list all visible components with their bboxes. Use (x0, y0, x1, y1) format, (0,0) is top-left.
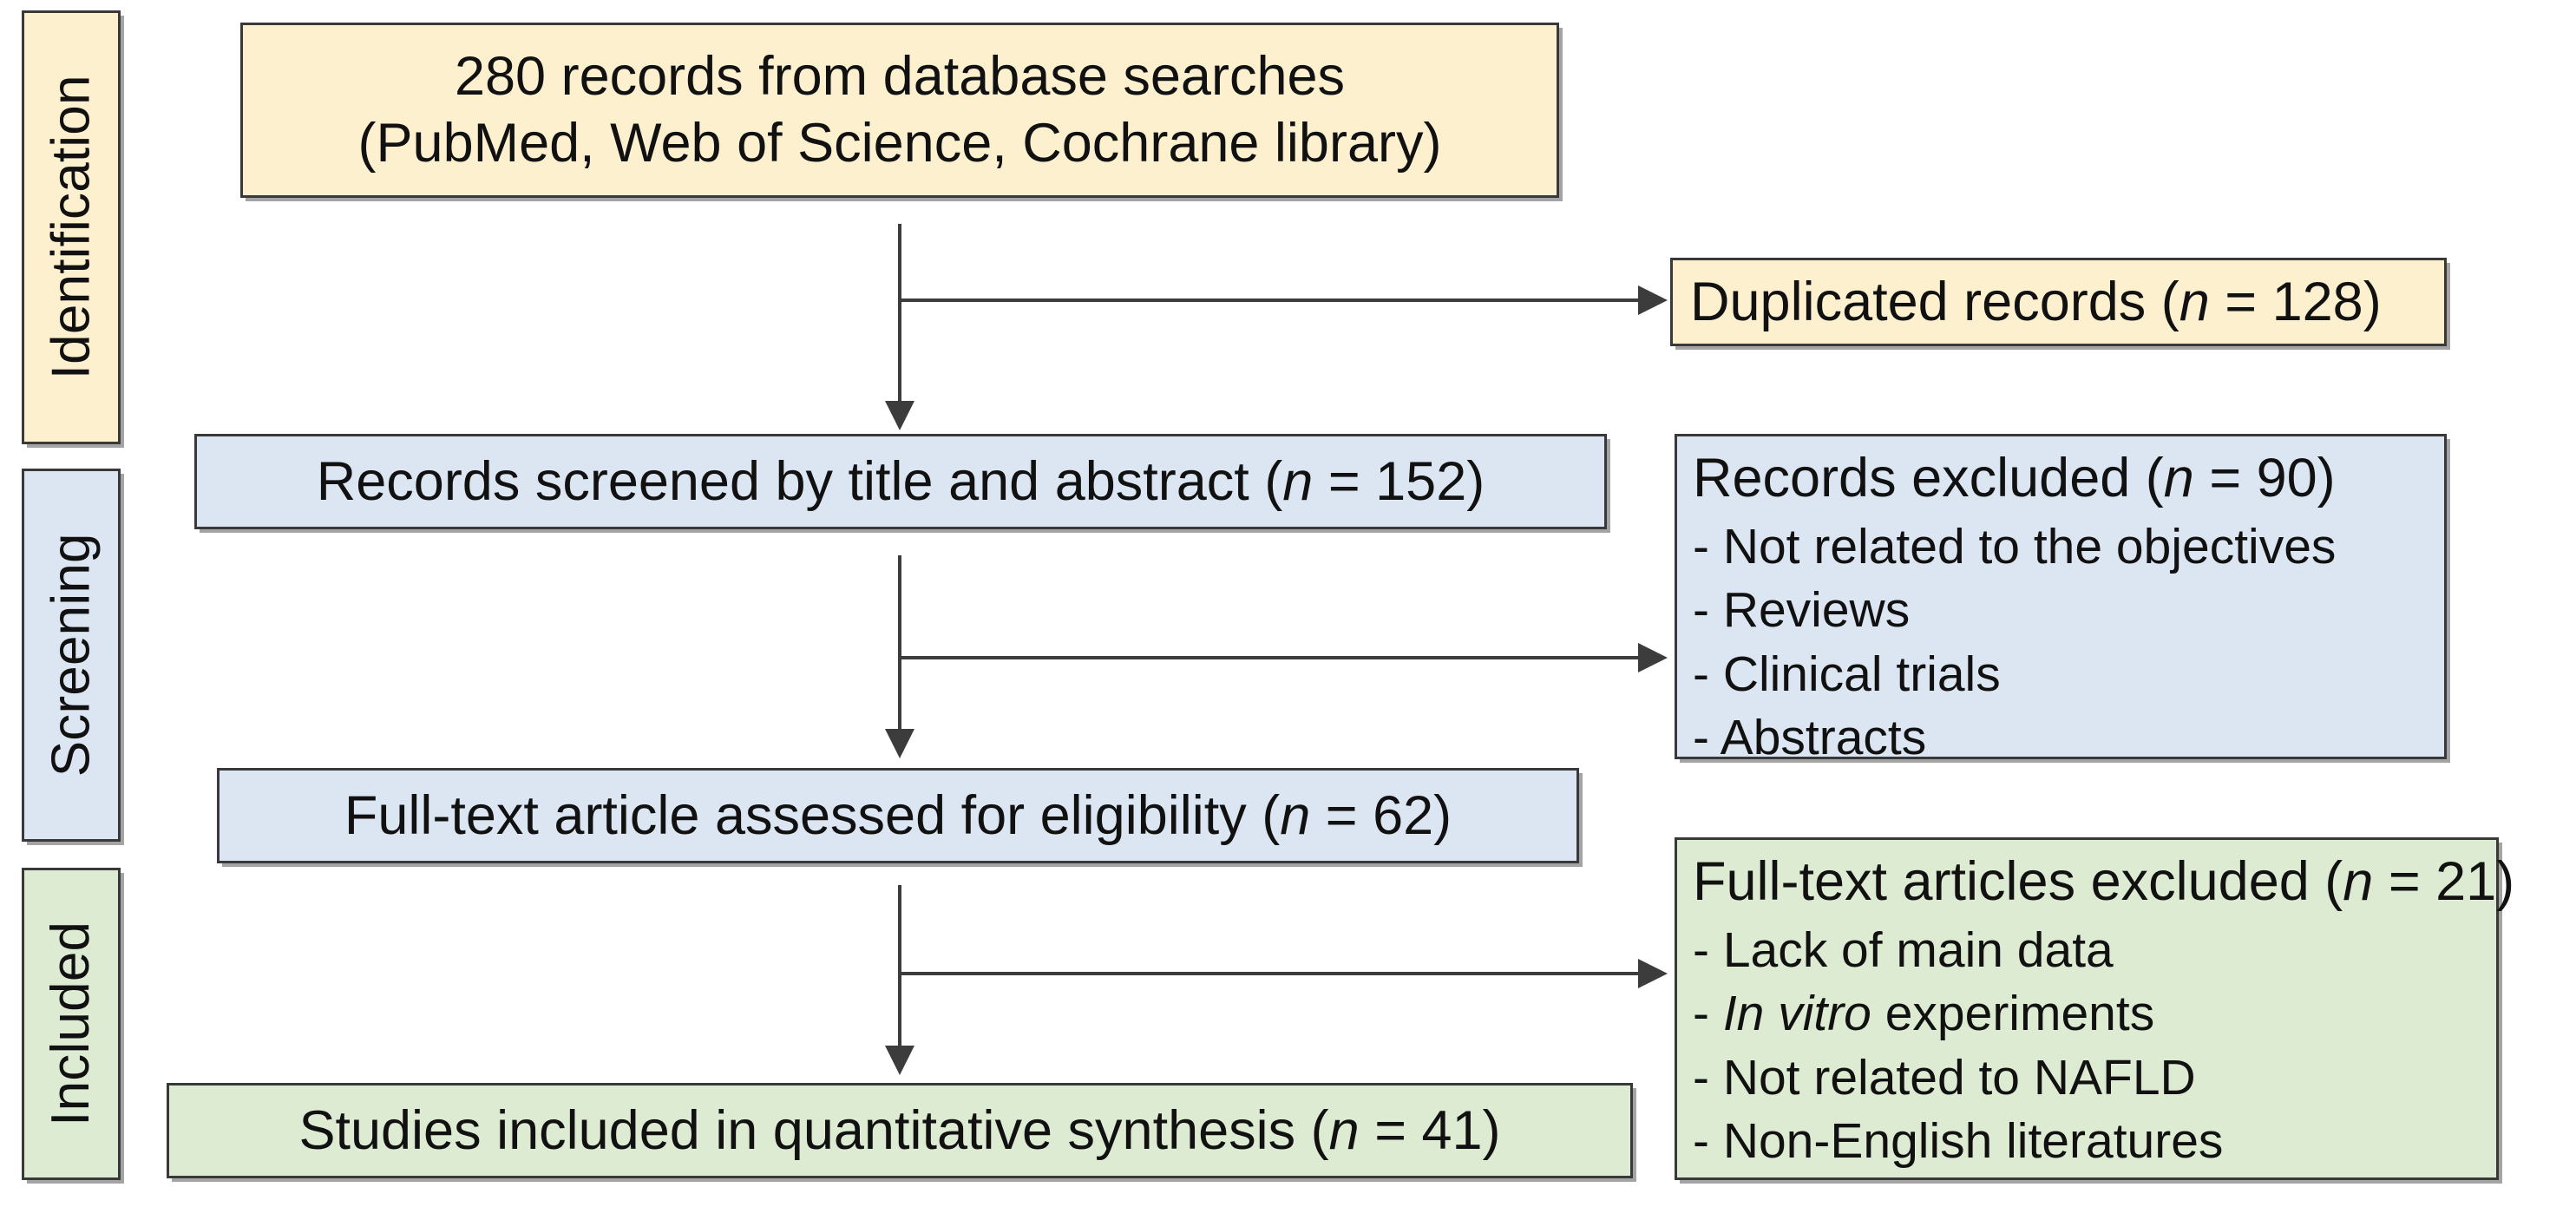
connector-screened-to-excluded-line (900, 656, 1642, 659)
connector-screened-to-fulltext-line (898, 555, 901, 733)
studies-included-prefix: Studies included in quantitative synthes… (298, 1099, 1329, 1161)
full-text-assessed-text: Full-text article assessed for eligibili… (232, 783, 1564, 849)
list-item: - Clinical trials (1693, 646, 2001, 702)
list-item: - Non-English literatures (1693, 1113, 2224, 1170)
connector-fulltext-to-excluded-arrowhead (1638, 959, 1668, 988)
stage-label-screening: Screening (22, 469, 121, 842)
stage-label-identification: Identification (22, 10, 121, 444)
connector-screened-to-fulltext-arrowhead (885, 729, 914, 758)
flow-box-records-screened: Records screened by title and abstract (… (194, 434, 1607, 529)
full-text-assessed-n-symbol: n (1280, 784, 1311, 846)
connector-identified-to-screened-line (898, 224, 901, 406)
flow-box-full-text-assessed: Full-text article assessed for eligibili… (217, 768, 1579, 863)
stage-label-identification-text: Identification (41, 75, 102, 380)
duplicated-records-suffix: = 128) (2209, 271, 2382, 332)
connector-fulltext-to-excluded-line (900, 972, 1642, 975)
list-item: - Not related to the objectives (1693, 518, 2337, 574)
exclusion-box-records-excluded: Records excluded (n = 90) - Not related … (1675, 434, 2447, 765)
records-excluded-reason-list: - Not related to the objectives - Review… (1693, 517, 2430, 769)
exclusion-box-duplicated-records: Duplicated records (n = 128) (1670, 258, 2447, 346)
connector-identified-to-duplicated-line (900, 298, 1642, 302)
records-excluded-heading: Records excluded (n = 90) (1693, 445, 2430, 512)
duplicated-records-n-symbol: n (2179, 271, 2210, 332)
records-excluded-n-symbol: n (2163, 448, 2194, 508)
flow-box-studies-included: Studies included in quantitative synthes… (167, 1083, 1633, 1178)
connector-screened-to-excluded-arrowhead (1638, 643, 1668, 672)
connector-fulltext-to-included-arrowhead (885, 1046, 914, 1075)
records-identified-line1: 280 records from database searches (454, 46, 1346, 108)
records-excluded-suffix: = 90) (2193, 448, 2336, 508)
full-text-excluded-prefix: Full-text articles excluded ( (1693, 851, 2343, 912)
stage-label-screening-text: Screening (41, 533, 102, 777)
studies-included-n-symbol: n (1328, 1099, 1360, 1161)
full-text-excluded-reason-list: - Lack of main data - In vitro experimen… (1693, 921, 2482, 1172)
list-item: - Lack of main data (1693, 922, 2114, 978)
records-excluded-prefix: Records excluded ( (1693, 448, 2164, 508)
duplicated-records-text: Duplicated records (n = 128) (1690, 269, 2382, 336)
list-item: - Abstracts (1693, 710, 1927, 766)
records-screened-text: Records screened by title and abstract (… (209, 449, 1592, 515)
records-screened-n-symbol: n (1282, 450, 1314, 512)
studies-included-text: Studies included in quantitative synthes… (181, 1098, 1618, 1164)
connector-identified-to-duplicated-arrowhead (1638, 285, 1668, 315)
full-text-excluded-heading: Full-text articles excluded (n = 21) (1693, 849, 2514, 915)
stage-label-included: Included (22, 868, 121, 1180)
studies-included-suffix: = 41) (1359, 1099, 1501, 1161)
full-text-excluded-suffix: = 21) (2373, 851, 2515, 912)
exclusion-box-full-text-excluded: Full-text articles excluded (n = 21) - L… (1675, 837, 2514, 1180)
list-item: - In vitro experiments (1693, 986, 2155, 1042)
list-item: - Not related to NAFLD (1693, 1049, 2196, 1105)
duplicated-records-prefix: Duplicated records ( (1690, 271, 2179, 332)
records-identified-line2: (PubMed, Web of Science, Cochrane librar… (357, 113, 1442, 174)
flow-box-records-identified: 280 records from database searches (PubM… (240, 23, 1559, 198)
records-screened-prefix: Records screened by title and abstract ( (316, 450, 1283, 512)
full-text-assessed-prefix: Full-text article assessed for eligibili… (344, 784, 1281, 846)
list-item: - Reviews (1693, 582, 1911, 639)
full-text-assessed-suffix: = 62) (1310, 784, 1452, 846)
records-screened-suffix: = 152) (1313, 450, 1485, 512)
connector-identified-to-screened-arrowhead (885, 401, 914, 430)
stage-label-included-text: Included (41, 921, 102, 1127)
full-text-excluded-n-symbol: n (2343, 851, 2374, 912)
